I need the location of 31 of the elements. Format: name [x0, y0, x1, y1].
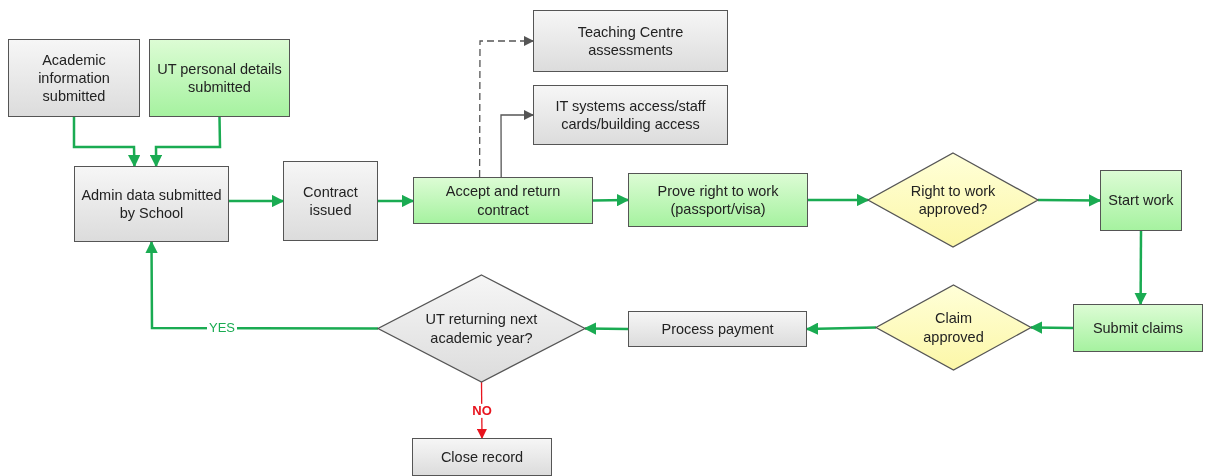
process-box: Submit claims [1073, 304, 1203, 352]
arrow [500, 109, 535, 178]
arrow [72, 117, 141, 168]
arrow [1038, 194, 1102, 207]
arrow [593, 193, 630, 207]
process-box: UT personal details submitted [149, 39, 290, 117]
process-box: Close record [412, 438, 552, 476]
decision-diamond: UT returning next academic year? [378, 275, 585, 382]
arrow [583, 322, 628, 335]
process-box: Teaching Centre assessments [533, 10, 728, 72]
process-box: IT systems access/staff cards/building access [533, 85, 728, 145]
process-box: Start work [1100, 170, 1182, 231]
arrow [1134, 231, 1147, 306]
process-box: Prove right to work (passport/visa) [628, 173, 808, 227]
arrow [1029, 321, 1073, 334]
process-box: Admin data submitted by School [74, 166, 229, 242]
arrow [149, 116, 222, 168]
arrow [805, 322, 877, 335]
decision-diamond: Right to work approved? [868, 153, 1038, 247]
process-box: Academic information submitted [8, 39, 140, 117]
decision-diamond: Claim approved [876, 285, 1031, 370]
process-box: Contract issued [283, 161, 378, 241]
arrow [478, 35, 535, 178]
arrow [145, 240, 378, 330]
process-box: Process payment [628, 311, 807, 347]
edge-label: NO [470, 403, 494, 419]
arrow [476, 381, 488, 440]
process-box: Accept and return contract [413, 177, 593, 224]
arrow [229, 194, 285, 208]
arrow [378, 194, 415, 208]
arrow [808, 193, 870, 207]
